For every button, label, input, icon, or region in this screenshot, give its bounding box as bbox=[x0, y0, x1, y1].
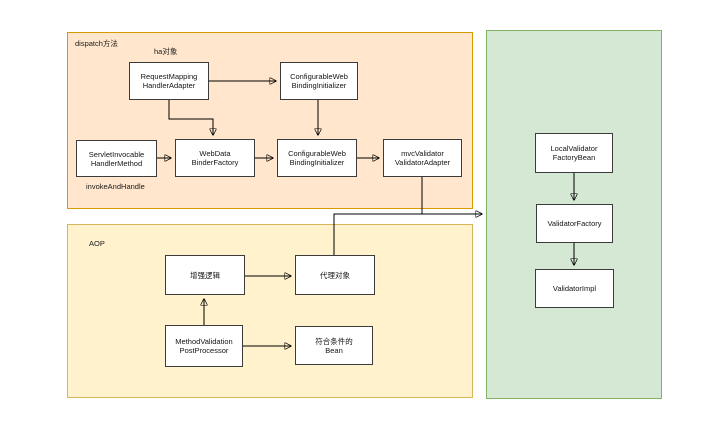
ha-object-label: ha对象 bbox=[154, 47, 178, 56]
node-method-validation-post-processor: MethodValidation PostProcessor bbox=[165, 325, 243, 367]
node-servlet-invocable-handler-method: ServletInvocable HandlerMethod bbox=[76, 140, 157, 177]
node-web-data-binder-factory: WebData BinderFactory bbox=[175, 139, 255, 177]
node-proxy-object: 代理对象 bbox=[295, 255, 375, 295]
node-validator-factory: ValidatorFactory bbox=[536, 204, 613, 243]
node-configurable-web-binding-initializer-top: ConfigurableWeb BindingInitializer bbox=[280, 62, 358, 100]
invoke-and-handle-label: invokeAndHandle bbox=[86, 182, 145, 191]
node-local-validator-factory-bean: LocalValidator FactoryBean bbox=[535, 133, 613, 173]
region-dispatch bbox=[67, 32, 473, 209]
region-aop-label: AOP bbox=[89, 239, 105, 248]
node-request-mapping-handler-adapter: RequestMapping HandlerAdapter bbox=[129, 62, 209, 100]
node-configurable-web-binding-initializer-mid: ConfigurableWeb BindingInitializer bbox=[277, 139, 357, 177]
region-aop bbox=[67, 224, 473, 398]
node-mvc-validator-validator-adapter: mvcValidator ValidatorAdapter bbox=[383, 139, 462, 177]
node-validator-impl: ValidatorImpl bbox=[535, 269, 614, 308]
node-enhance-logic: 增强逻辑 bbox=[165, 255, 245, 295]
region-dispatch-label: dispatch方法 bbox=[75, 39, 118, 48]
node-qualified-bean: 符合条件的 Bean bbox=[295, 326, 373, 365]
